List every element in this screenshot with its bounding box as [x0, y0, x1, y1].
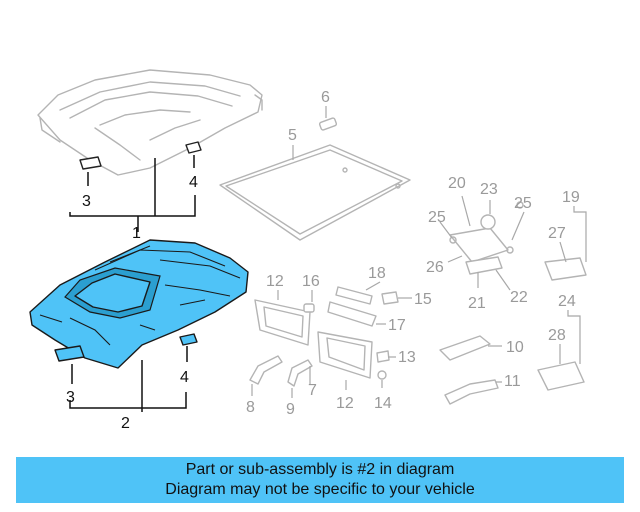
- banner-line-2: Diagram may not be specific to your vehi…: [165, 481, 475, 498]
- part-3-top: [79, 156, 102, 170]
- headliner-highlighted: [29, 239, 249, 369]
- callout-14: 14: [374, 395, 392, 412]
- callout-24: 24: [558, 293, 576, 310]
- part-9-ghost: [287, 359, 313, 387]
- callout-6: 6: [321, 89, 330, 106]
- callout-19: 19: [562, 189, 580, 206]
- callout-25-right: 25: [514, 195, 532, 212]
- part-4-top: [185, 141, 202, 154]
- callout-5: 5: [288, 127, 297, 144]
- part-3-bottom: [54, 345, 85, 362]
- callout-20: 20: [448, 175, 466, 192]
- callout-13: 13: [398, 349, 416, 366]
- headliner-outline-ghost: [37, 69, 263, 176]
- callout-16: 16: [302, 273, 320, 290]
- part-19-ghost: [544, 257, 587, 281]
- sun-visor-left-ghost: [254, 299, 311, 346]
- part-15-ghost: [381, 291, 399, 305]
- callout-4-top: 4: [189, 174, 198, 191]
- callout-10: 10: [506, 339, 524, 356]
- callout-22: 22: [510, 289, 528, 306]
- callout-4-bottom: 4: [180, 369, 189, 386]
- part-10-ghost: [439, 335, 491, 361]
- leader-lines: [69, 155, 196, 412]
- callout-3-top: 3: [82, 193, 91, 210]
- sun-visor-right-ghost: [317, 331, 373, 379]
- callout-7: 7: [308, 382, 317, 399]
- part-24-ghost: [537, 361, 585, 391]
- callout-11: 11: [504, 373, 521, 390]
- callout-labels: 1 2 3 3 4 4 5 6 7 8 9 10 11 12 12 13 14 …: [66, 89, 580, 432]
- part-18-ghost: [335, 286, 373, 305]
- callout-17: 17: [388, 317, 406, 334]
- part-17-ghost: [327, 301, 377, 327]
- callout-26: 26: [426, 259, 444, 276]
- banner-line-1: Part or sub-assembly is #2 in diagram: [185, 461, 455, 478]
- callout-21: 21: [468, 295, 486, 312]
- gray-leader-lines: [251, 106, 587, 398]
- callout-25-left: 25: [428, 209, 446, 226]
- part-6-ghost: [318, 117, 338, 131]
- callout-2: 2: [121, 415, 130, 432]
- callout-3-bottom: 3: [66, 389, 75, 406]
- overhead-console-ghost: [449, 214, 509, 275]
- callout-1: 1: [132, 225, 141, 242]
- part-8-ghost: [249, 355, 283, 385]
- part-16-ghost: [303, 303, 315, 313]
- part-4-bottom: [179, 333, 198, 346]
- callout-18: 18: [368, 265, 386, 282]
- callout-15: 15: [414, 291, 432, 308]
- callout-12-bottom: 12: [336, 395, 354, 412]
- callout-23: 23: [480, 181, 498, 198]
- parts-diagram: 1 2 3 3 4 4 5 6 7 8 9 10 11 12 12 13 14 …: [29, 69, 587, 432]
- part-13-ghost: [376, 350, 390, 363]
- callout-8: 8: [246, 399, 255, 416]
- callout-28: 28: [548, 327, 566, 344]
- callout-27: 27: [548, 225, 566, 242]
- callout-12-top: 12: [266, 273, 284, 290]
- part-11-ghost: [444, 379, 499, 405]
- info-banner: Part or sub-assembly is #2 in diagram Di…: [16, 457, 624, 503]
- callout-9: 9: [286, 401, 295, 418]
- part-14-ghost: [377, 370, 387, 380]
